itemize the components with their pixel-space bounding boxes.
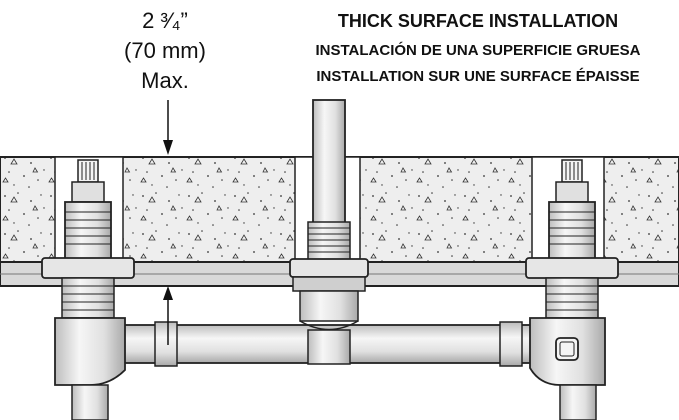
center-spout-assembly — [289, 99, 369, 365]
title-french: INSTALLATION SUR UNE SURFACE ÉPAISSE — [316, 68, 639, 85]
dimension-max-label: Max. — [141, 68, 189, 93]
right-valve-stem — [561, 159, 583, 183]
right-valve — [525, 159, 619, 420]
right-inlet — [559, 384, 597, 420]
spout-riser-tube — [312, 99, 346, 231]
title-english: THICK SURFACE INSTALLATION — [338, 11, 618, 31]
dimension-imperial: 2 ³⁄₄” — [142, 8, 188, 33]
left-mounting-nut — [41, 257, 135, 279]
left-valve-body — [64, 201, 112, 261]
left-inlet — [71, 384, 109, 420]
center-tee — [307, 329, 351, 365]
left-valve-stem — [77, 159, 99, 183]
right-valve-body — [548, 201, 596, 261]
dimension-arrow-top — [163, 100, 173, 155]
dimension-arrow-bottom — [163, 286, 173, 345]
right-square-port — [555, 337, 579, 361]
right-mounting-nut — [525, 257, 619, 279]
dimension-metric: (70 mm) — [124, 38, 206, 63]
left-valve — [41, 159, 135, 420]
center-mounting-nut — [289, 258, 369, 278]
riser-threaded-shank — [307, 221, 351, 263]
left-elbow — [54, 317, 126, 386]
title-spanish: INSTALACIÓN DE UNA SUPERFICIE GRUESA — [315, 41, 640, 59]
center-washer — [292, 276, 366, 292]
